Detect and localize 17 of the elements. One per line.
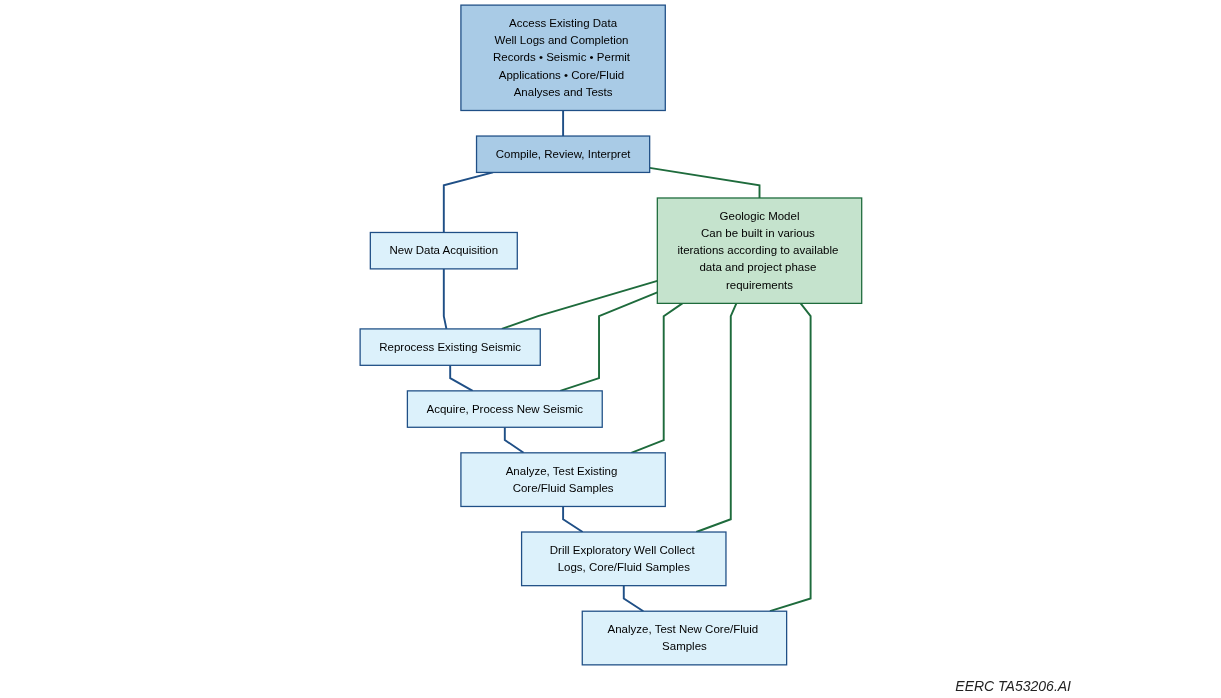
node-box: Reprocess Existing Seismic [359, 328, 541, 366]
connector [561, 505, 584, 533]
connector [503, 426, 525, 454]
connector [768, 302, 812, 613]
figure-reference: EERC TA53206.AI [955, 678, 1071, 694]
connector [561, 109, 564, 137]
node-box: Compile, Review, Interpret [475, 135, 650, 174]
node-box: Acquire, Process New Seismic [406, 390, 603, 428]
connector [442, 267, 447, 330]
node-box: Analyze, Test Existing Core/Fluid Samples [459, 452, 666, 508]
node-box: Analyze, Test New Core/Fluid Samples [581, 610, 787, 666]
node-box: Drill Exploratory Well Collect Logs, Core/Fluid Samples [520, 531, 727, 587]
connector [622, 584, 644, 613]
connector [448, 364, 474, 392]
node-box: New Data Acquisition [369, 231, 518, 270]
node-box: Access Existing Data Well Logs and Completion Records • Seismic • Permit Applications • Core/Fluid Analyses and Tests [459, 4, 666, 112]
node-box: Geologic Model Can be built in various iterations according to available data and project phase requirements [656, 197, 862, 305]
